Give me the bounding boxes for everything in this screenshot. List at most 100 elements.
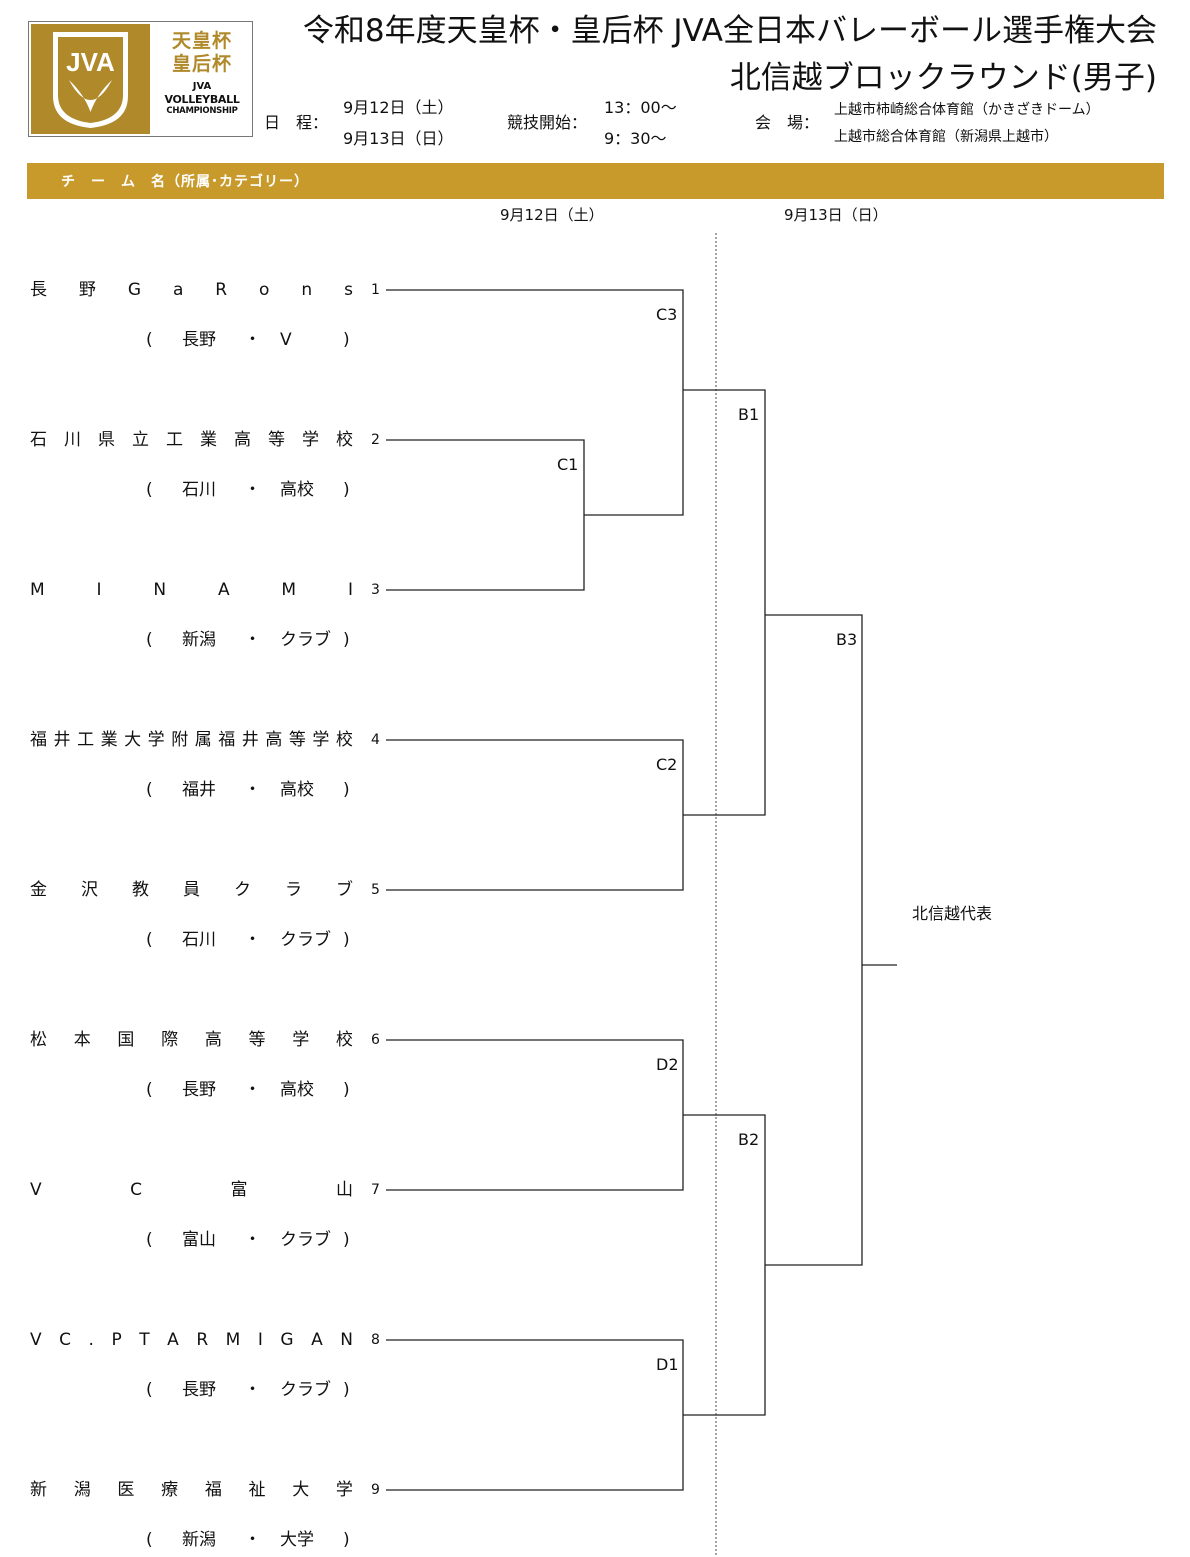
team-name-char: n <box>301 280 313 300</box>
team-name-char: 工 <box>166 430 183 450</box>
start-day2: 9：30〜 <box>604 129 667 148</box>
team-name-char: 附 <box>171 730 189 750</box>
page-subtitle: 北信越ブロックラウンド(男子) <box>729 60 1157 96</box>
team-seed-number: 2 <box>371 432 380 448</box>
team-name-char: N <box>340 1330 353 1350</box>
team-name-char: 校 <box>336 430 353 450</box>
separator-dot: ・ <box>244 780 261 800</box>
separator-dot: ・ <box>244 930 261 950</box>
team-name-char: T <box>139 1330 150 1350</box>
schedule-day2: 9月13日（日） <box>343 129 454 148</box>
team-name-char: 療 <box>161 1480 179 1500</box>
team-name-char: 教 <box>132 880 149 900</box>
team-name-char: 大 <box>124 730 142 750</box>
paren-open: ( <box>146 330 153 350</box>
prefecture: 新潟 <box>182 630 216 650</box>
paren-open: ( <box>146 1380 153 1400</box>
team-name-band: チ ー ム 名（所属･カテゴリー） <box>27 163 1164 199</box>
team-name-char: A <box>217 580 230 600</box>
shield-icon: JVA <box>31 24 150 134</box>
venue-day1: 上越市柿崎総合体育館（かきざきドーム） <box>834 102 1100 118</box>
paren-close: ) <box>343 1080 350 1100</box>
team-name-char: R <box>196 1330 209 1350</box>
bracket-line-c1 <box>386 439 585 591</box>
team-name-char: N <box>153 580 167 600</box>
category: 高校 <box>280 480 314 500</box>
team-name-char: 潟 <box>73 1480 91 1500</box>
team-seed-number: 8 <box>371 1332 380 1348</box>
team-name-char: G <box>127 280 142 300</box>
separator-dot: ・ <box>244 1230 261 1250</box>
team-name-char: 学 <box>147 730 165 750</box>
page-title: 令和8年度天皇杯・皇后杯 JVA全日本バレーボール選手権大会 <box>302 13 1157 49</box>
team-seed-number: 3 <box>371 582 380 598</box>
team-name-char: V <box>30 1180 42 1200</box>
team-name-char: 井 <box>241 730 259 750</box>
match-label-b1: B1 <box>738 405 760 424</box>
team-name-char: 川 <box>64 430 81 450</box>
paren-open: ( <box>146 1230 153 1250</box>
team-name-char: 工 <box>77 730 95 750</box>
paren-open: ( <box>146 480 153 500</box>
team-name-char: C <box>59 1330 72 1350</box>
bracket-line-d1 <box>386 1339 684 1491</box>
match-label-b2: B2 <box>738 1130 760 1149</box>
separator-dot: ・ <box>244 1530 261 1550</box>
bracket-line-d2 <box>386 1039 684 1191</box>
date-day1: 9月12日（土） <box>500 206 604 224</box>
logo-sub-line1: JVA <box>192 81 212 92</box>
team-name-char: M <box>225 1330 241 1350</box>
team-name-char: ク <box>234 880 251 900</box>
team-seed-number: 9 <box>371 1482 380 1498</box>
team-name-char: 福 <box>204 1480 222 1500</box>
team-name-char: a <box>172 280 184 300</box>
team-name: 松本国際高等学校 <box>30 1030 353 1050</box>
team-name-char: 大 <box>292 1480 310 1500</box>
bracket-lines <box>386 289 897 1491</box>
team-name-char: A <box>311 1330 323 1350</box>
prefecture: 長野 <box>182 1380 216 1400</box>
match-label-c1: C1 <box>557 455 579 474</box>
paren-close: ) <box>343 1530 350 1550</box>
team-name-char: A <box>167 1330 179 1350</box>
separator-dot: ・ <box>244 330 261 350</box>
venue-label: 会 場： <box>755 113 820 132</box>
bracket-line-b3 <box>765 614 863 1266</box>
team-name-char: M <box>30 580 45 600</box>
logo-mark-text: JVA <box>66 47 115 77</box>
bracket-line-b1 <box>683 389 766 816</box>
team-name-char: 松 <box>30 1030 47 1050</box>
team-name-char: 校 <box>335 1030 353 1050</box>
paren-open: ( <box>146 1080 153 1100</box>
team-name: 福井工業大学附属福井高等学校 <box>30 730 353 750</box>
jva-logo: JVA 天皇杯 皇后杯 JVA VOLLEYBALL CHAMPIONSHIP <box>28 21 253 137</box>
paren-close: ) <box>343 330 350 350</box>
team-name-char: 富 <box>230 1180 248 1200</box>
team-name-char: 医 <box>117 1480 135 1500</box>
team-name-char: 県 <box>98 430 115 450</box>
team-name-char: I <box>96 580 102 600</box>
team-name-char: 員 <box>183 880 200 900</box>
team-name-char: G <box>280 1330 294 1350</box>
team-name-char: 長 <box>30 280 47 300</box>
prefecture: 長野 <box>182 1080 216 1100</box>
prefecture: 長野 <box>182 330 216 350</box>
team-name-char: 等 <box>248 1030 266 1050</box>
team-name-char: 学 <box>292 1030 310 1050</box>
team-name-char: 金 <box>30 880 47 900</box>
team-name-char: R <box>215 280 228 300</box>
band-label: チ ー ム 名（所属･カテゴリー） <box>61 174 309 190</box>
logo-name-line1: 天皇杯 <box>171 30 232 52</box>
team-name-char: V <box>30 1330 42 1350</box>
separator-dot: ・ <box>244 1380 261 1400</box>
prefecture: 石川 <box>182 480 216 500</box>
prefecture: 福井 <box>182 780 216 800</box>
prefecture: 富山 <box>182 1230 216 1250</box>
paren-open: ( <box>146 1530 153 1550</box>
team-name-char: 沢 <box>81 880 98 900</box>
team-name-char: 等 <box>288 730 306 750</box>
